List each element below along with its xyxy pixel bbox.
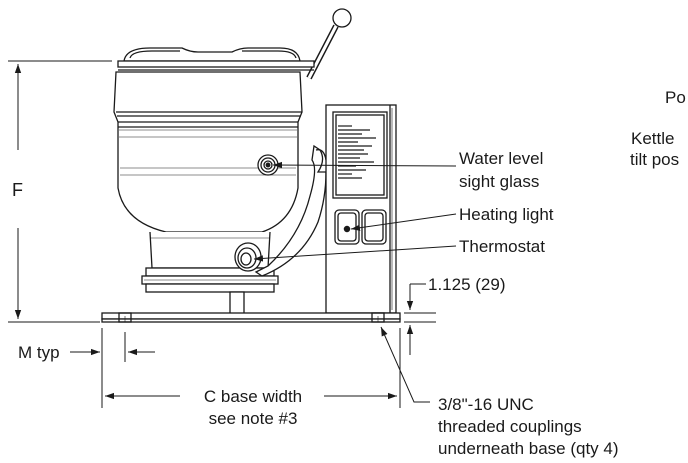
coupling-label-3: underneath base (qty 4) bbox=[438, 439, 619, 458]
partial-kettle-label: Kettle bbox=[631, 129, 674, 148]
kettle-body bbox=[113, 71, 303, 233]
coupling-label-2: threaded couplings bbox=[438, 417, 582, 436]
dim-1125-label: 1.125 (29) bbox=[428, 275, 506, 294]
base-plate bbox=[101, 312, 401, 320]
c-base-label-1: C base width bbox=[204, 387, 302, 406]
m-typ-label: M typ bbox=[18, 343, 60, 362]
water-level-label-1: Water level bbox=[459, 149, 543, 168]
thermostat-label: Thermostat bbox=[459, 237, 545, 256]
thermostat-knob-icon bbox=[234, 242, 262, 272]
partial-tilt-label: tilt pos bbox=[630, 150, 679, 169]
sight-glass-icon bbox=[257, 154, 279, 176]
kettle-lid bbox=[123, 47, 301, 62]
coupling-label-1: 3/8"-16 UNC bbox=[438, 395, 534, 414]
dim-f-label: F bbox=[12, 180, 23, 200]
heating-light-label: Heating light bbox=[459, 205, 554, 224]
partial-po-label: Po bbox=[665, 88, 686, 107]
heating-light-icon bbox=[343, 225, 351, 233]
diagram-labels: F Water level sight glass Heating light … bbox=[12, 88, 686, 458]
data-plate bbox=[338, 125, 376, 179]
c-base-label-2: see note #3 bbox=[209, 409, 298, 428]
tilt-handle-knob bbox=[332, 8, 352, 28]
water-level-label-2: sight glass bbox=[459, 172, 539, 191]
dimension-lines bbox=[8, 60, 457, 408]
kettle-drawing bbox=[101, 8, 401, 323]
